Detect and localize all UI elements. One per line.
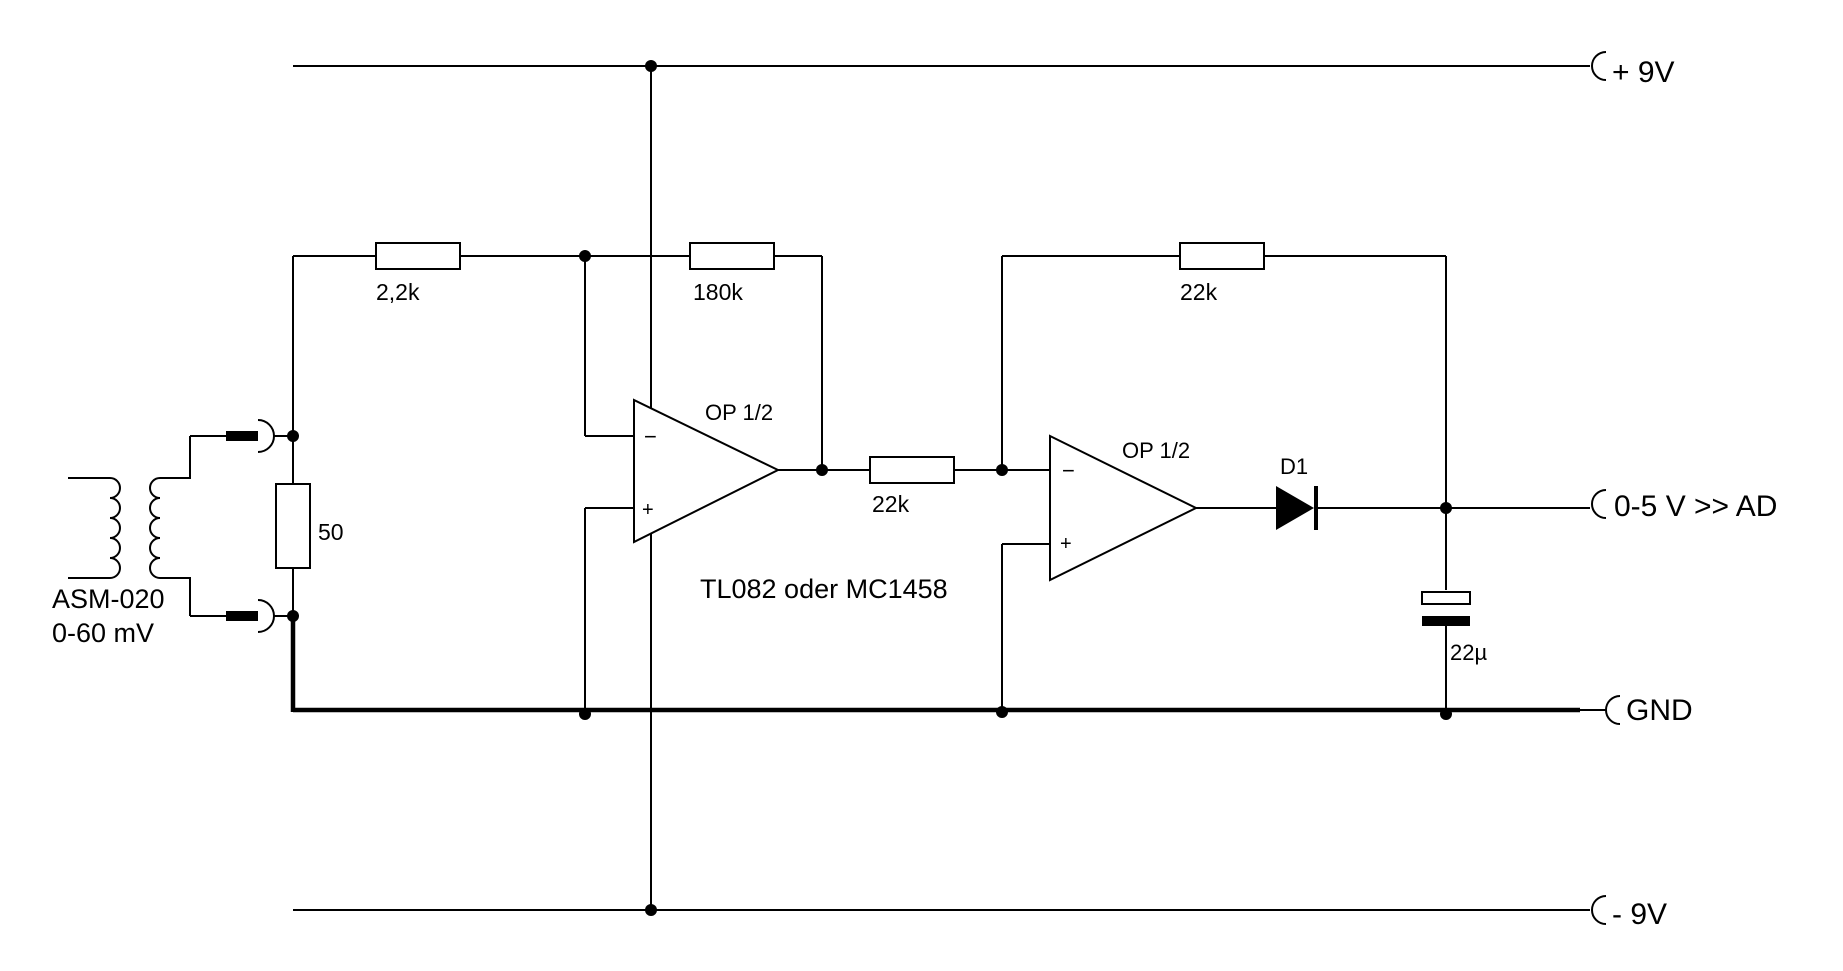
junction-dot: [579, 250, 591, 262]
diode-d1-label: D1: [1280, 454, 1308, 479]
junction-dot: [1440, 502, 1452, 514]
connector-bottom: [226, 599, 293, 633]
minus-9v-label: - 9V: [1612, 898, 1667, 931]
plus-9v-label: + 9V: [1612, 56, 1675, 89]
junction-dot: [816, 464, 828, 476]
opamp-1-minus-pin: −: [644, 424, 657, 449]
coupling-resistor: [869, 456, 955, 484]
diode-d1: [1276, 486, 1314, 530]
secondary-coil: [149, 436, 191, 616]
opamp-2-minus-pin: −: [1062, 458, 1075, 483]
minus-9v-terminal: [1591, 895, 1607, 925]
input-resistor-label: 2,2k: [376, 279, 420, 305]
shunt-resistor-label: 50: [318, 519, 344, 545]
junction-dot: [579, 708, 591, 720]
coupling-resistor-label: 22k: [872, 491, 910, 517]
output-terminal: [1591, 489, 1607, 519]
sensor-name-label: ASM-020: [52, 584, 165, 614]
ic-note: TL082 oder MC1458: [700, 574, 948, 604]
feedback-resistor-2-label: 22k: [1180, 279, 1218, 305]
junction-dot: [287, 610, 299, 622]
junction-dot: [996, 464, 1008, 476]
capacitor-positive-plate: [1421, 591, 1471, 605]
junction-dots: [287, 60, 1452, 916]
input-resistor: [375, 242, 461, 270]
capacitor-label: 22µ: [1450, 640, 1487, 665]
junction-dot: [287, 430, 299, 442]
connector-top: [226, 419, 293, 453]
sensor-transformer: [68, 435, 226, 617]
junction-dot: [645, 904, 657, 916]
opamp-2-label: OP 1/2: [1122, 438, 1190, 463]
capacitor-negative-plate: [1422, 616, 1470, 626]
primary-coil: [68, 477, 121, 579]
opamp-1-label: OP 1/2: [705, 400, 773, 425]
feedback-resistor-1: [689, 242, 775, 270]
junction-dot: [645, 60, 657, 72]
plus-9v-terminal: [1591, 51, 1607, 81]
feedback-resistor-2: [1179, 242, 1265, 270]
gnd-label: GND: [1626, 694, 1693, 727]
gnd-terminal: [1605, 695, 1621, 725]
junction-dot: [1440, 708, 1452, 720]
feedback-resistor-1-label: 180k: [693, 279, 743, 305]
shunt-resistor: [275, 483, 311, 569]
output-label: 0-5 V >> AD: [1614, 490, 1777, 523]
opamp-1-plus-pin: +: [642, 499, 654, 521]
sensor-range-label: 0-60 mV: [52, 618, 154, 648]
opamp-2-plus-pin: +: [1060, 533, 1072, 555]
opamp-1: [633, 398, 781, 544]
junction-dot: [996, 706, 1008, 718]
opamp-2: [1049, 434, 1199, 582]
